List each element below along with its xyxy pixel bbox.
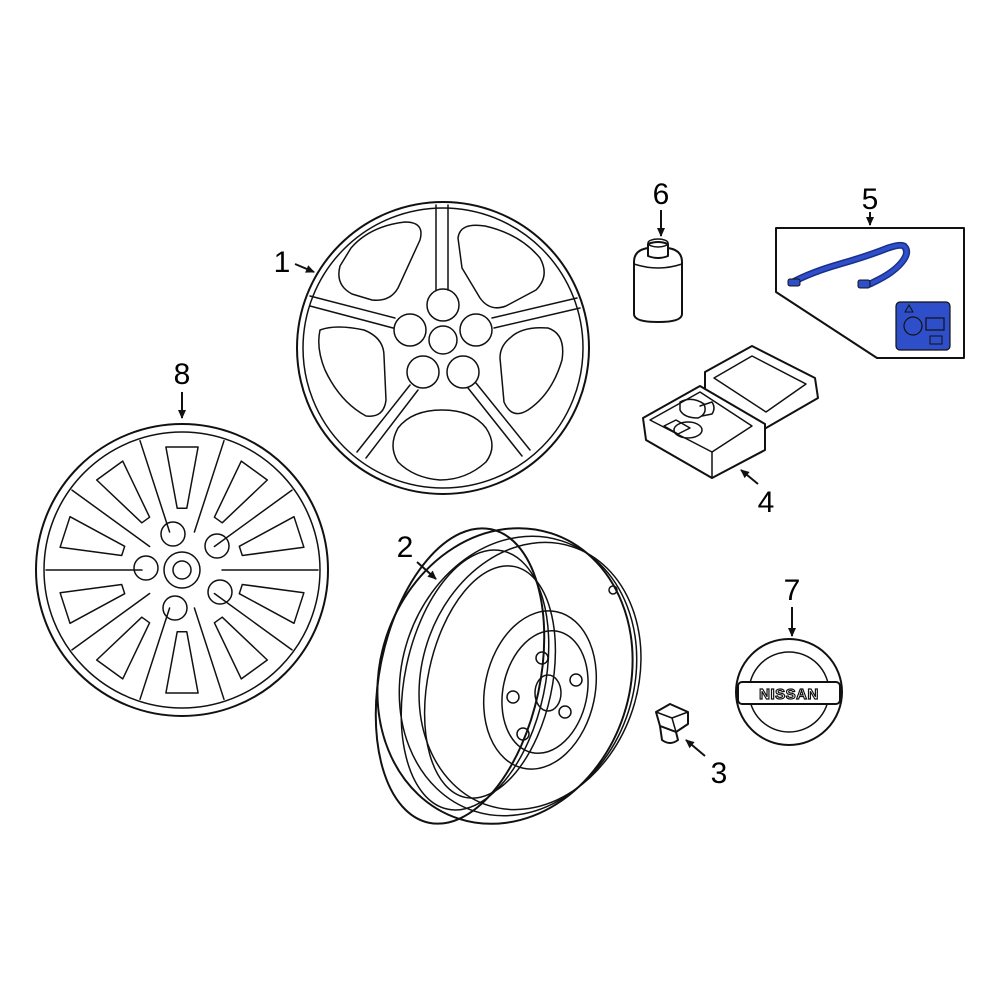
cover-window	[238, 515, 305, 557]
center-cap-emblem-icon[interactable]: NISSAN	[735, 638, 843, 746]
cover-rib	[71, 592, 151, 651]
steel-wheel-icon[interactable]	[340, 495, 675, 858]
cover-window	[95, 616, 151, 680]
alloy-wheel-icon[interactable]	[296, 201, 590, 495]
cover-window	[165, 631, 199, 694]
repair-kit-case-icon[interactable]	[642, 345, 819, 479]
cover-rib	[213, 592, 293, 651]
callout-3: 3	[711, 757, 728, 790]
callout-7: 7	[784, 574, 801, 607]
cover-rib	[193, 439, 225, 533]
cover-rib	[139, 607, 171, 701]
cover-rib	[71, 489, 151, 548]
cover-window	[95, 460, 151, 524]
lug-nut-icon[interactable]	[655, 703, 689, 744]
callout-arrows	[178, 210, 874, 757]
callout-5: 5	[862, 183, 879, 216]
wheel-cover-icon[interactable]	[35, 423, 329, 717]
cover-window	[59, 583, 126, 625]
cover-window	[213, 460, 269, 524]
emblem-text: NISSAN	[759, 686, 819, 703]
cover-rib	[193, 607, 225, 701]
cover-window	[213, 616, 269, 680]
callout-8: 8	[174, 358, 191, 391]
callout-6: 6	[653, 178, 670, 211]
compressor-hose-icon[interactable]	[775, 227, 965, 359]
cover-window	[165, 446, 199, 509]
callout-2: 2	[397, 531, 414, 564]
callout-4: 4	[758, 486, 775, 519]
sealant-bottle-icon[interactable]	[633, 238, 683, 323]
cover-window	[59, 515, 126, 557]
cover-window	[238, 583, 305, 625]
cover-rib	[139, 439, 171, 533]
cover-rib	[213, 489, 293, 548]
callout-1: 1	[274, 246, 291, 279]
